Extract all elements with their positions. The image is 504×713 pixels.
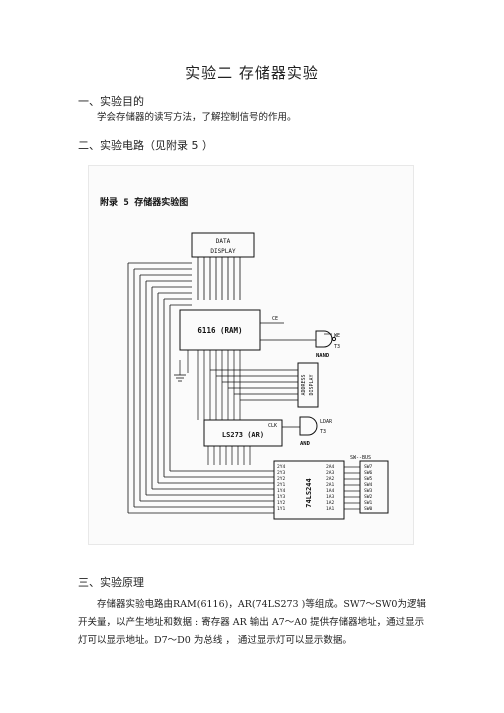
- figure-frame: [88, 165, 414, 545]
- we-signal: WE: [334, 333, 340, 339]
- svg-text:SW0: SW0: [364, 506, 373, 512]
- svg-text:1Y1: 1Y1: [277, 506, 286, 512]
- and-label: AND: [300, 441, 311, 447]
- ram-6116-box: [179, 309, 261, 351]
- t3b-signal: T3: [320, 429, 326, 435]
- svg-text:SW6: SW6: [364, 470, 373, 476]
- ar-label: LS273 (AR): [222, 431, 264, 439]
- svg-text:2A1: 2A1: [326, 482, 335, 488]
- ar-input-lines: [207, 426, 300, 465]
- svg-text:2A3: 2A3: [326, 470, 335, 476]
- ram-label: 6116 (RAM): [197, 326, 242, 335]
- svg-text:SW3: SW3: [364, 488, 373, 494]
- svg-text:SW7: SW7: [364, 464, 373, 470]
- address-display-box: [297, 362, 319, 408]
- svg-text:1Y2: 1Y2: [277, 500, 286, 506]
- svg-text:SW5: SW5: [364, 476, 373, 482]
- address-display-line2: DISPLAY: [309, 374, 315, 395]
- section-heading-principle: 三、实验原理: [78, 576, 144, 589]
- svg-text:1A1: 1A1: [326, 506, 335, 512]
- data-display-line2: DISPLAY: [210, 248, 236, 255]
- svg-text:2Y4: 2Y4: [277, 464, 286, 470]
- ce-signal: CE: [272, 316, 278, 322]
- section-text-purpose: 学会存储器的读写方法，了解控制信号的作用。: [97, 112, 297, 123]
- svg-text:2A4: 2A4: [326, 464, 335, 470]
- ground-icon: [174, 374, 186, 382]
- svg-text:1Y4: 1Y4: [277, 488, 286, 494]
- switch-lines: [344, 466, 360, 510]
- data-bus-lines: [127, 257, 274, 514]
- t3-signal: T3: [334, 344, 340, 350]
- buffer-left-pins: 2Y4 2Y3 2Y2 2Y1 1Y4 1Y3 1Y2 1Y1: [277, 464, 286, 512]
- section-heading-circuit: 二、实验电路（见附录 5 ）: [78, 139, 213, 152]
- svg-text:1A2: 1A2: [326, 500, 335, 506]
- svg-text:SW4: SW4: [364, 482, 373, 488]
- ldar-signal: LDAR: [320, 419, 333, 425]
- sw-bus-signal: SW--BUS: [350, 455, 371, 461]
- buffer-right-pins: 2A4 2A3 2A2 2A1 1A4 1A3 1A2 1A1: [326, 464, 335, 512]
- buffer-label: 74LS244: [305, 478, 313, 508]
- svg-text:SW1: SW1: [364, 500, 373, 506]
- section-text-principle: 存储器实验电路由RAM(6116)，AR(74LS273 )等组成。SW7～SW…: [78, 599, 426, 646]
- address-display-line1: ADDRESS: [301, 374, 307, 395]
- data-display-line1: DATA: [216, 238, 231, 245]
- circuit-figure: 附录 5 存储器实验图 DATA DISPLAY: [88, 165, 414, 545]
- svg-text:1A3: 1A3: [326, 494, 335, 500]
- switch-labels: SW7 SW6 SW5 SW4 SW3 SW2 SW1 SW0: [364, 464, 373, 512]
- svg-text:SW2: SW2: [364, 494, 373, 500]
- data-display-box: [191, 232, 255, 258]
- nand-gate: [315, 330, 333, 348]
- svg-text:2Y1: 2Y1: [277, 482, 286, 488]
- svg-text:2Y2: 2Y2: [277, 476, 286, 482]
- svg-text:1Y3: 1Y3: [277, 494, 286, 500]
- svg-text:1A4: 1A4: [326, 488, 335, 494]
- nand-label: NAND: [316, 353, 330, 359]
- address-lines: [197, 350, 298, 420]
- clk-signal: CLK: [268, 423, 277, 429]
- section-heading-purpose: 一、实验目的: [78, 95, 144, 108]
- svg-text:2Y3: 2Y3: [277, 470, 286, 476]
- switch-box: [359, 460, 389, 514]
- figure-caption: 附录 5 存储器实验图: [100, 196, 188, 208]
- ar-ls273-box: [203, 419, 283, 447]
- buffer-74ls244-box: [273, 460, 345, 520]
- page-title: 实验二 存储器实验: [185, 64, 319, 82]
- ram-pins: [179, 322, 316, 375]
- svg-text:2A2: 2A2: [326, 476, 335, 482]
- circuit-diagram: 附录 5 存储器实验图 DATA DISPLAY: [88, 165, 414, 545]
- and-gate: [299, 416, 318, 436]
